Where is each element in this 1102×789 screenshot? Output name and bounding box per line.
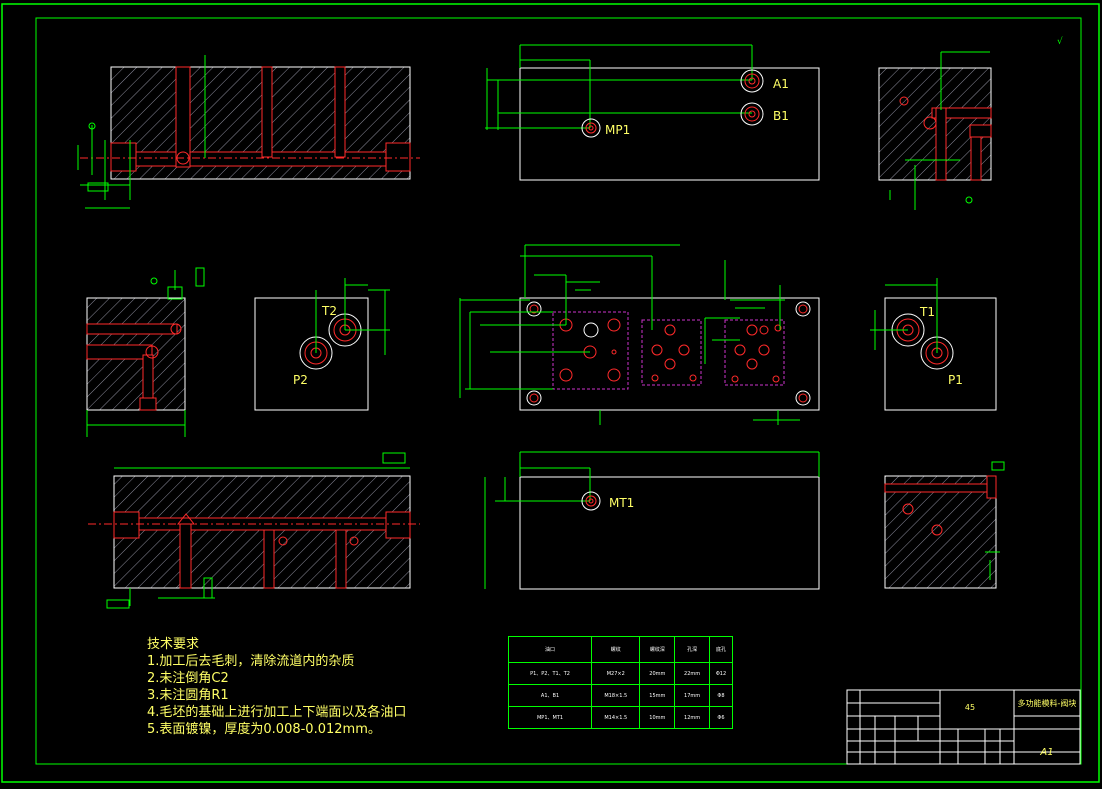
section-view-e (884, 461, 1005, 589)
notes-item-2: 2.未注倒角C2 (147, 671, 229, 686)
port-label-t2: T2 (321, 304, 337, 318)
notes-item-4: 4.毛坯的基础上进行加工上下端面以及各油口 (147, 705, 407, 720)
notes-item-1: 1.加工后去毛刺，清除流道内的杂质 (147, 654, 355, 669)
section-view-b (878, 51, 992, 210)
table-cell: MP1、MT1 (507, 706, 593, 729)
table-cell: A1、B1 (507, 684, 593, 707)
section-view-d (88, 452, 420, 609)
port-label-p1: P1 (948, 373, 963, 387)
title-block (846, 689, 1081, 765)
table-row: A1、B1 M18×1.5 15mm 17mm Φ8 (507, 684, 734, 707)
table-cell: Φ6 (708, 706, 734, 729)
table-header-cell: 孔深 (674, 636, 710, 663)
port-label-a1: A1 (773, 77, 789, 91)
inner-frame (35, 17, 1082, 765)
table-cell: 22mm (674, 662, 710, 685)
table-cell: M27×2 (591, 662, 641, 685)
notes-heading: 技术要求 (147, 637, 200, 652)
top-view (485, 44, 820, 181)
section-view-a (77, 55, 420, 209)
table-header-cell: 螺纹 (591, 636, 641, 663)
table-cell: 15mm (639, 684, 676, 707)
port-label-p2: P2 (293, 373, 308, 387)
technical-requirements: 技术要求 1.加工后去毛刺，清除流道内的杂质 2.未注倒角C2 3.未注圆角R1… (147, 636, 406, 738)
title-material: 45 (965, 703, 975, 712)
bottom-view (484, 451, 820, 590)
table-cell: M18×1.5 (591, 684, 641, 707)
side-view-left (254, 278, 390, 411)
table-cell: Φ8 (708, 684, 734, 707)
port-label-t1: T1 (919, 305, 935, 319)
table-row: MP1、MT1 M14×1.5 10mm 12mm Φ6 (507, 706, 734, 729)
table-cell: M14×1.5 (591, 706, 641, 729)
port-label-mp1: MP1 (605, 123, 630, 137)
roughness-symbol: √ (1057, 36, 1063, 47)
front-view (459, 244, 820, 425)
table-cell: P1、P2、T1、T2 (507, 662, 593, 685)
notes-item-3: 3.未注圆角R1 (147, 688, 229, 703)
table-cell: 20mm (639, 662, 676, 685)
table-cell: Φ12 (708, 662, 734, 685)
notes-item-5: 5.表面镀镍，厚度为0.008-0.012mm。 (147, 722, 381, 737)
title-sheet-size: A1 (1039, 747, 1053, 758)
port-label-b1: B1 (773, 109, 789, 123)
table-row: P1、P2、T1、T2 M27×2 20mm 22mm Φ12 (507, 662, 734, 685)
table-header-cell: 底孔 (708, 636, 734, 663)
side-view-right (870, 278, 997, 411)
port-thread-table: 油口 螺纹 螺纹深 孔深 底孔 P1、P2、T1、T2 M27×2 20mm 2… (507, 636, 734, 729)
table-cell: 12mm (674, 706, 710, 729)
table-header-cell: 螺纹深 (639, 636, 676, 663)
table-cell: 10mm (639, 706, 676, 729)
section-view-c (86, 267, 205, 437)
table-cell: 17mm (674, 684, 710, 707)
port-label-mt1: MT1 (609, 496, 634, 510)
outer-frame (1, 3, 1100, 783)
table-header-row: 油口 螺纹 螺纹深 孔深 底孔 (507, 636, 734, 663)
title-part-name: 多功能模料-阀块 (1018, 698, 1077, 708)
table-header-cell: 油口 (507, 636, 593, 663)
